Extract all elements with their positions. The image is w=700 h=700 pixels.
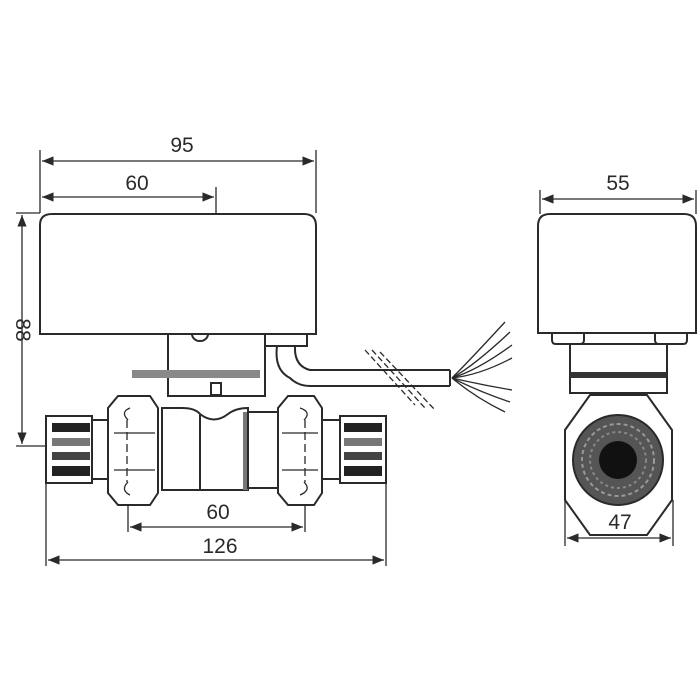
front-view: 95 60 88: [11, 134, 513, 566]
side-view: 55 47: [537, 172, 697, 546]
dim-label-95: 95: [170, 134, 193, 157]
dim-47: 47: [564, 500, 674, 546]
cable: [275, 345, 451, 411]
valve-body: [45, 395, 387, 506]
dim-label-60-bottom: 60: [206, 501, 229, 524]
dim-55: 55: [539, 172, 697, 214]
left-union-nut: [107, 395, 159, 506]
dim-label-88: 88: [11, 318, 34, 341]
dim-label-60-top: 60: [125, 172, 148, 195]
dim-95: 95: [39, 134, 317, 213]
dim-label-47: 47: [608, 511, 631, 534]
wires: [451, 321, 513, 413]
right-union-nut: [277, 395, 323, 506]
dim-label-55: 55: [606, 172, 629, 195]
dim-60-bottom: 60: [127, 501, 306, 532]
cable-gland: [264, 333, 308, 347]
dim-88: 88: [11, 212, 46, 447]
actuator-housing: [39, 213, 317, 335]
dim-label-126: 126: [202, 535, 237, 558]
actuator-housing-side: [537, 213, 697, 334]
manual-lever: [132, 370, 260, 378]
dim-126: 126: [45, 483, 387, 566]
dim-60-top: 60: [42, 172, 217, 213]
